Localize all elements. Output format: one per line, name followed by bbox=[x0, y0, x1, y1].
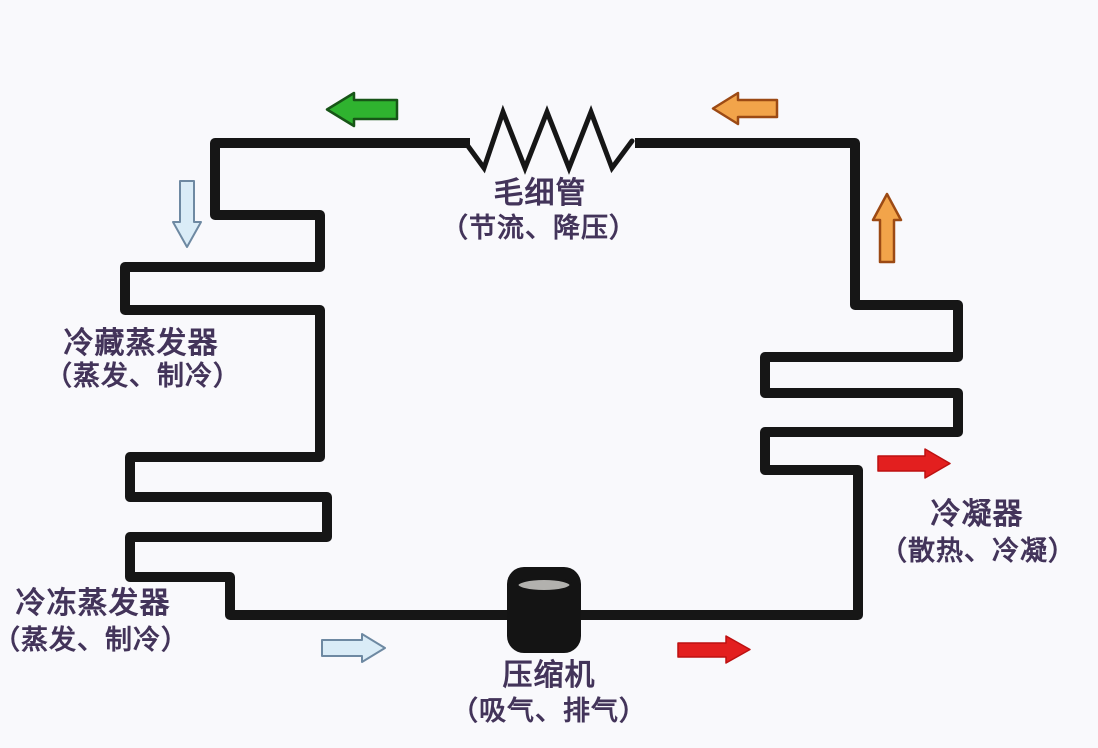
lightblue-down-flow-arrow-icon bbox=[172, 180, 202, 248]
red-right-condenser-flow-arrow-icon bbox=[877, 448, 951, 479]
pipe-loop bbox=[120, 138, 963, 620]
fridge-evaporator-detail-label: （蒸发、制冷） bbox=[45, 361, 241, 392]
lightblue-right-flow-arrow-icon bbox=[321, 633, 386, 663]
condenser-detail-label: （散热、冷凝） bbox=[880, 536, 1076, 567]
red-right-bottom-flow-arrow-icon bbox=[677, 635, 751, 664]
orange-up-flow-arrow-icon bbox=[871, 192, 903, 264]
freezer-evaporator-detail-label: （蒸发、制冷） bbox=[0, 625, 189, 656]
orange-left-flow-arrow-icon bbox=[711, 91, 779, 126]
condenser-label: 冷凝器 bbox=[930, 497, 1024, 532]
green-left-flow-arrow-icon bbox=[325, 91, 399, 128]
capillary-label: 毛细管 bbox=[493, 176, 587, 211]
fridge-evaporator-label: 冷藏蒸发器 bbox=[63, 326, 219, 361]
compressor-detail-label: （吸气、排气） bbox=[451, 696, 647, 727]
capillary-resistor-symbol bbox=[462, 104, 635, 175]
compressor-label: 压缩机 bbox=[502, 658, 596, 693]
capillary-detail-label: （节流、降压） bbox=[441, 213, 637, 244]
compressor-cap bbox=[515, 577, 573, 593]
compressor-symbol bbox=[507, 567, 581, 653]
freezer-evaporator-label: 冷冻蒸发器 bbox=[15, 586, 171, 621]
